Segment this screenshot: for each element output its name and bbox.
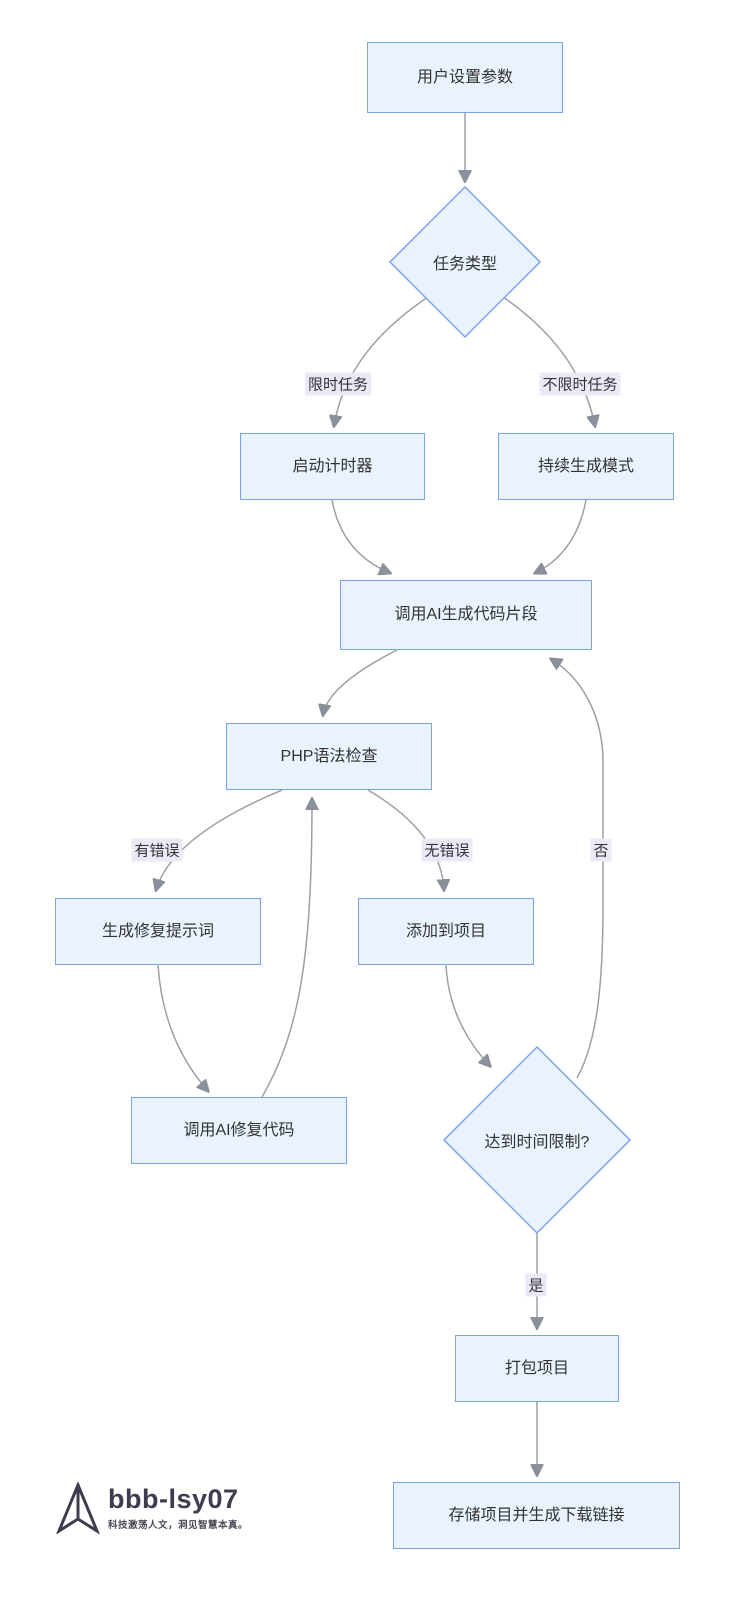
node-time-limit-label: 达到时间限制? [484,1134,590,1151]
node-add-to-project: 添加到项目 [358,898,534,965]
edge-phpcheck-fixprompt [156,789,283,890]
edge-fixcode-phpcheck-loop [261,799,312,1098]
edge-generate-phpcheck [323,649,398,715]
node-set-params-label: 用户设置参数 [416,68,513,86]
node-continuous-mode: 持续生成模式 [498,433,674,500]
edge-label-yes: 是 [525,1273,547,1297]
node-start-timer: 启动计时器 [240,433,425,500]
edge-fixprompt-fixcode [157,964,208,1091]
edge-label-no: 否 [590,838,612,862]
node-task-type-label: 任务类型 [432,256,498,273]
node-add-to-project-label: 添加到项目 [405,922,486,940]
logo: bbb-lsy07 科技激荡人文，洞见智慧本真。 [56,1482,248,1534]
edge-tasktype-starttimer [334,296,429,426]
edge-starttimer-generate [331,499,390,573]
node-fix-prompt: 生成修复提示词 [55,898,261,965]
logo-name: bbb-lsy07 [108,1484,239,1515]
node-generate-code-label: 调用AI生成代码片段 [394,606,538,623]
edge-label-has-error: 有错误 [131,838,183,862]
node-fix-code-label: 调用AI修复代码 [183,1121,295,1139]
paper-plane-icon [56,1482,100,1534]
edge-addproject-timelimit [445,964,490,1066]
node-fix-prompt-label: 生成修复提示词 [101,922,214,940]
node-store: 存储项目并生成下载链接 [393,1482,680,1549]
edge-label-untimed: 不限时任务 [539,372,621,396]
node-continuous-mode-label: 持续生成模式 [537,457,634,475]
node-store-label: 存储项目并生成下载链接 [448,1506,625,1524]
node-time-limit-diamond [442,1045,632,1235]
edge-timelimit-generate-loop [551,659,604,1079]
edge-continuous-generate [535,499,587,573]
node-php-check-label: PHP语法检查 [280,747,378,765]
edge-tasktype-continuous [502,296,595,426]
edge-label-timed: 限时任务 [304,372,372,396]
node-fix-code: 调用AI修复代码 [131,1097,347,1164]
node-set-params: 用户设置参数 [367,42,563,113]
node-task-type-diamond [388,185,542,339]
logo-tagline: 科技激荡人文，洞见智慧本真。 [108,1519,249,1531]
edge-label-no-error: 无错误 [421,838,473,862]
node-generate-code: 调用AI生成代码片段 [340,580,592,650]
node-package: 打包项目 [455,1335,619,1402]
node-start-timer-label: 启动计时器 [292,457,373,475]
edge-phpcheck-addproject [367,789,444,890]
node-package-label: 打包项目 [504,1359,569,1377]
node-php-check: PHP语法检查 [226,723,432,790]
